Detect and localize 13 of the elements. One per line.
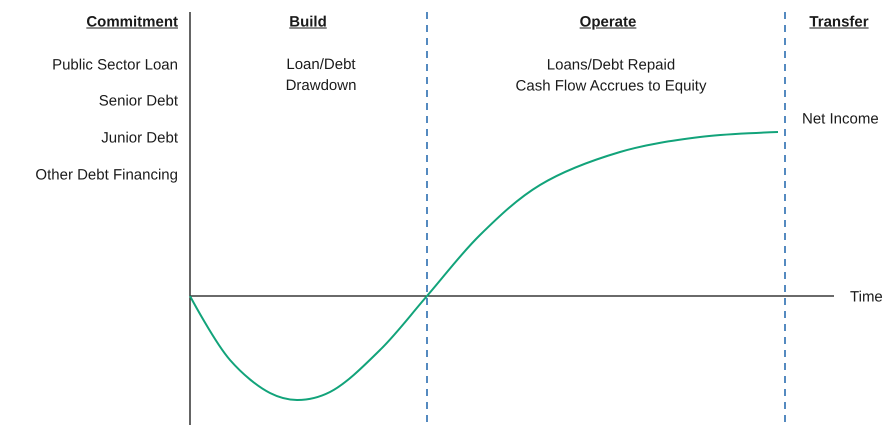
annotation-text: Public Sector Loan	[52, 56, 178, 76]
phase-heading: Operate	[580, 12, 636, 32]
annotation-text: Junior Debt	[101, 128, 178, 148]
phase-heading: Commitment	[86, 12, 178, 32]
phase-heading: Build	[289, 12, 327, 32]
annotation-text: Time	[850, 288, 883, 308]
phase-heading: Transfer	[809, 12, 869, 32]
annotation-text: Loan/Debt Drawdown	[284, 55, 358, 96]
annotation-text: Loans/Debt Repaid	[546, 56, 676, 76]
annotation-text: Net Income	[802, 110, 879, 130]
annotation-text: Other Debt Financing	[35, 166, 178, 186]
annotation-text: Cash Flow Accrues to Equity	[516, 76, 706, 96]
annotation-text: Senior Debt	[98, 92, 178, 112]
